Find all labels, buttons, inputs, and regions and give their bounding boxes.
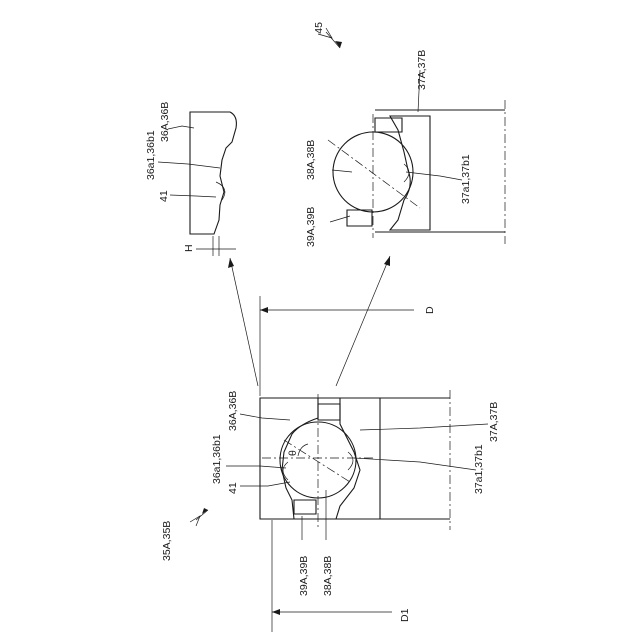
inner-race-ball-detail xyxy=(328,100,505,244)
detail-arrow-right xyxy=(336,256,390,386)
leader-41-upper xyxy=(170,195,216,197)
ref-39a-main-label: 39A,39B xyxy=(298,556,310,596)
main-bearing-section xyxy=(260,390,450,530)
theta-label: θ xyxy=(287,450,299,456)
ref-37a1-main-label: 37a1,37b1 xyxy=(473,444,485,494)
leader-37a-main xyxy=(360,424,488,430)
ref-d-label: D xyxy=(424,306,436,314)
ref-41-upper-label: 41 xyxy=(158,190,170,202)
leader-41-main xyxy=(240,482,290,486)
ref-d1-label: D1 xyxy=(399,608,411,622)
ref-h-label: H xyxy=(183,244,195,252)
ref-36a1-upper-label: 36a1,36b1 xyxy=(145,130,157,180)
ref-35-arrow xyxy=(196,510,208,520)
ref-45-label: 45 xyxy=(313,22,325,34)
ref-36a-upper-label: 36A,36B xyxy=(159,102,171,142)
ref-37a1-upper-label: 37a1,37b1 xyxy=(460,154,472,204)
d-arrowhead xyxy=(260,307,268,313)
ref-45-arrow xyxy=(326,32,340,48)
leader-36a-main xyxy=(240,414,290,420)
ref-38a-main-label: 38A,38B xyxy=(322,556,334,596)
leader-37a1-upper xyxy=(406,172,462,180)
ref-35-label: 35A,35B xyxy=(161,521,173,561)
leader-37a1-main xyxy=(354,458,476,470)
ref-36a1-main-label: 36a1,36b1 xyxy=(211,434,223,484)
d1-arrowhead xyxy=(272,609,280,615)
detail-arrowhead-right xyxy=(384,256,390,266)
ref-41-main-label: 41 xyxy=(227,482,239,494)
ref-36a-main-label: 36A,36B xyxy=(227,391,239,431)
ref-45-arrowhead xyxy=(335,41,342,48)
leader-38a-upper xyxy=(332,170,352,172)
ref-37a-upper-label: 37A,37B xyxy=(416,50,428,90)
ref-39a-upper-label: 39A,39B xyxy=(305,207,317,247)
ref-37a-main-label: 37A,37B xyxy=(488,402,500,442)
ref-38a-upper-label: 38A,38B xyxy=(305,140,317,180)
detail-arrow-left xyxy=(230,258,258,386)
leader-36a1-main xyxy=(226,466,286,468)
detail-arrowhead-left xyxy=(228,258,234,268)
leader-36a1-upper xyxy=(158,162,220,168)
outer-race-detail xyxy=(190,112,236,234)
